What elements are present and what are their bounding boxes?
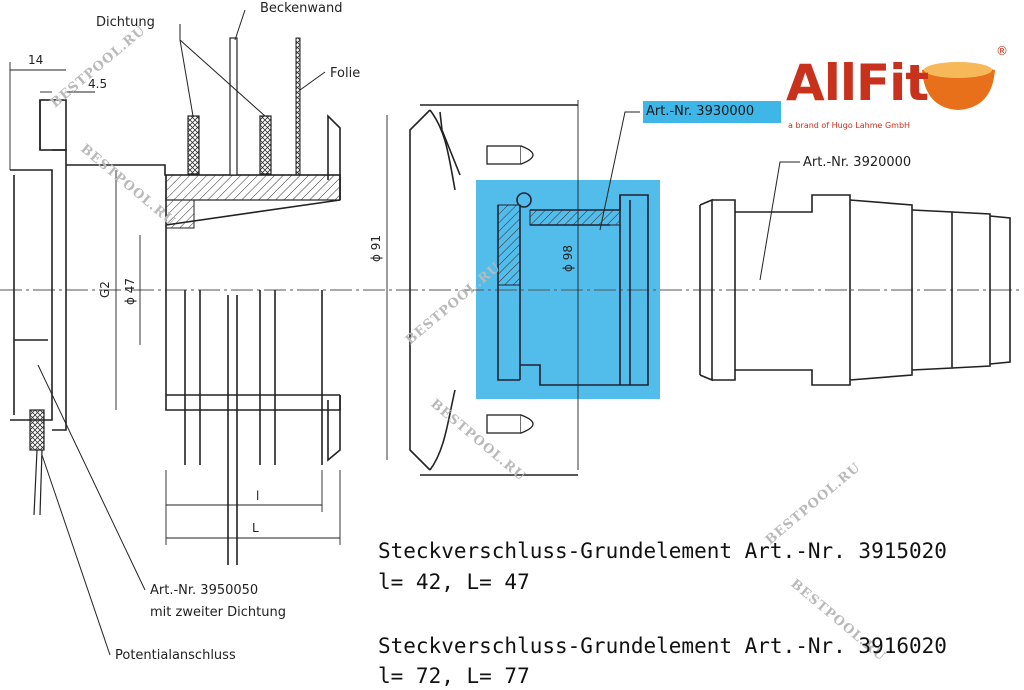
dim-phi47: ϕ 47 [123, 278, 137, 305]
spec-1-title: Steckverschluss-Grundelement Art.-Nr. 39… [378, 539, 947, 563]
label-art-3920000: Art.-Nr. 3920000 [803, 155, 911, 170]
seal-right [259, 115, 272, 175]
spec-2-title: Steckverschluss-Grundelement Art.-Nr. 39… [378, 634, 947, 658]
logo-tagline: a brand of Hugo Lahme GmbH [788, 121, 911, 130]
dim-14: 14 [28, 53, 43, 67]
dim-phi91: ϕ 91 [369, 235, 383, 262]
watermark-2: BESTPOOL.RU [77, 142, 178, 230]
logo-wordmark: AllFit [786, 54, 929, 112]
label-dichtung: Dichtung [96, 15, 155, 30]
pool-wall [229, 37, 238, 176]
hose-tail [699, 194, 1011, 386]
dim-L: L [252, 521, 259, 535]
label-folie: Folie [330, 66, 360, 81]
label-zweite-dichtung: mit zweiter Dichtung [150, 605, 286, 620]
label-art-3950050: Art.-Nr. 3950050 [150, 583, 258, 598]
seal-left [187, 115, 200, 175]
label-art-3930000: Art.-Nr. 3930000 [643, 101, 781, 123]
spec-2-dims: l= 72, L= 77 [378, 664, 530, 688]
logo-registered: ® [996, 44, 1008, 58]
screw-bottom [486, 414, 534, 434]
watermark-1: BESTPOOL.RU [48, 23, 149, 111]
leader-lines [37, 9, 800, 656]
flange-hatch [165, 174, 341, 201]
potential-connector [29, 409, 45, 516]
watermark-5: BESTPOOL.RU [763, 460, 864, 548]
watermark-4: BESTPOOL.RU [427, 397, 528, 485]
label-potentialanschluss: Potentialanschluss [115, 648, 236, 663]
label-beckenwand: Beckenwand [260, 1, 342, 16]
dimension-lines [9, 62, 579, 545]
screw-top [486, 145, 534, 165]
foil-strip [295, 37, 301, 176]
dim-g2: G2 [98, 281, 112, 298]
clip-ring [409, 104, 578, 476]
logo-bowl-icon [922, 62, 995, 110]
dim-l: l [256, 489, 259, 503]
spec-1-dims: l= 42, L= 47 [378, 570, 530, 594]
dim-45: 4.5 [88, 77, 107, 91]
dim-phi98: ϕ 98 [561, 245, 575, 272]
flange-body [10, 99, 341, 565]
